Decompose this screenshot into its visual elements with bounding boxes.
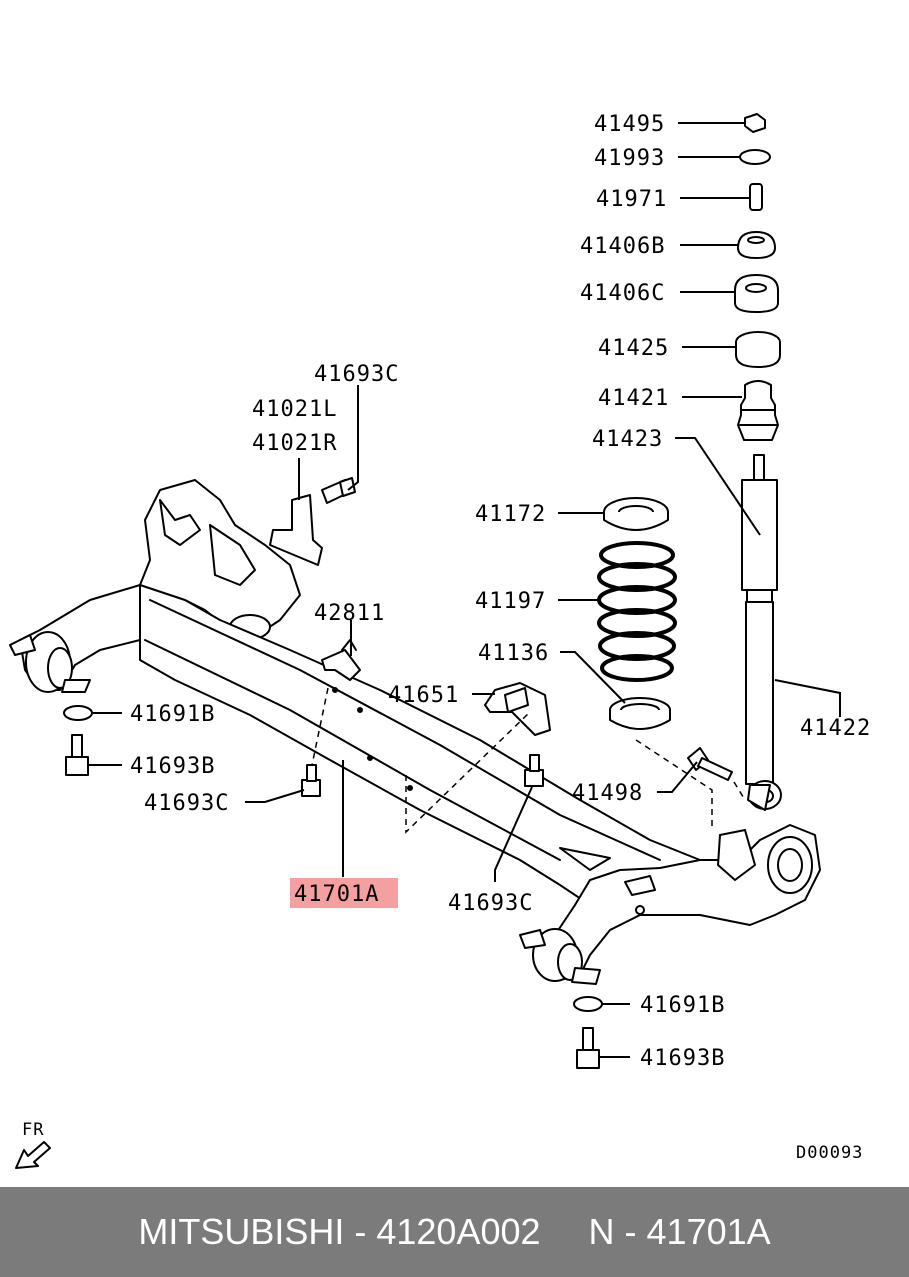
label-41693C-mid: 41693C xyxy=(448,891,533,916)
bump-stop-41421 xyxy=(737,380,779,441)
washer-41691B-right xyxy=(573,996,603,1012)
label-41136: 41136 xyxy=(478,641,549,666)
washer-41993 xyxy=(739,149,771,165)
bracket-41021 xyxy=(269,494,323,566)
leader-lines xyxy=(89,122,841,1058)
diagram-code: D00093 xyxy=(796,1143,863,1163)
bolt-41498 xyxy=(687,747,733,781)
label-41993: 41993 xyxy=(594,146,665,171)
bolt-41693C-bracket xyxy=(321,477,356,504)
part-reference-footer: MITSUBISHI - 4120A002 N - 41701A xyxy=(0,1187,909,1277)
label-41021R: 41021R xyxy=(252,431,337,456)
label-41701A: 41701A xyxy=(294,882,379,907)
label-41971: 41971 xyxy=(596,187,667,212)
label-41693C-left: 41693C xyxy=(144,791,229,816)
nut-41495 xyxy=(744,113,766,133)
bolt-41693C-mid xyxy=(524,754,544,787)
bushing-41406B xyxy=(737,231,776,259)
label-41693C-top: 41693C xyxy=(314,362,399,387)
part-labels: 41495 41993 41971 41406B 41406C 41425 41… xyxy=(130,112,871,1071)
label-41021L: 41021L xyxy=(252,397,337,422)
front-arrow-icon xyxy=(15,1141,51,1169)
label-41691B-left: 41691B xyxy=(130,702,215,727)
bolt-41693B-left xyxy=(65,734,89,776)
label-42811: 42811 xyxy=(314,601,385,626)
bolt-41693B-right xyxy=(576,1027,600,1069)
cup-41425 xyxy=(735,331,781,368)
shock-absorber-41423 xyxy=(741,454,778,603)
label-41693B-right: 41693B xyxy=(640,1046,725,1071)
highlight-41701A xyxy=(290,878,398,908)
washer-41691B-left xyxy=(63,705,93,721)
label-41172: 41172 xyxy=(475,502,546,527)
spring-pad-41136 xyxy=(609,697,671,730)
label-41423: 41423 xyxy=(592,427,663,452)
label-41498: 41498 xyxy=(572,781,643,806)
label-41197: 41197 xyxy=(475,589,546,614)
front-direction-indicator: FR xyxy=(15,1120,51,1169)
spring-seat-41172 xyxy=(603,497,669,531)
axle-beam-41701A xyxy=(9,479,821,985)
label-41406C: 41406C xyxy=(580,281,665,306)
label-41422: 41422 xyxy=(800,716,871,741)
label-41406B: 41406B xyxy=(580,234,665,259)
rear-axle-exploded-diagram: 41495 41993 41971 41406B 41406C 41425 41… xyxy=(9,112,871,1169)
bolt-41693C-left xyxy=(301,764,321,797)
oem-reference: N - 41701A xyxy=(588,1211,771,1252)
guide-lines xyxy=(311,687,746,834)
bushing-41406C xyxy=(734,274,779,313)
brand-part-number: MITSUBISHI - 4120A002 xyxy=(138,1211,541,1252)
collar-41971 xyxy=(749,183,763,211)
coil-spring-41197 xyxy=(597,541,677,682)
shock-absorber-41422 xyxy=(745,601,782,811)
label-41651: 41651 xyxy=(388,683,459,708)
front-label: FR xyxy=(22,1120,44,1140)
clip-42811 xyxy=(321,649,361,681)
label-41495: 41495 xyxy=(594,112,665,137)
label-41425: 41425 xyxy=(598,336,669,361)
label-41693B-left: 41693B xyxy=(130,754,215,779)
label-41691B-right: 41691B xyxy=(640,993,725,1018)
label-41421: 41421 xyxy=(598,386,669,411)
